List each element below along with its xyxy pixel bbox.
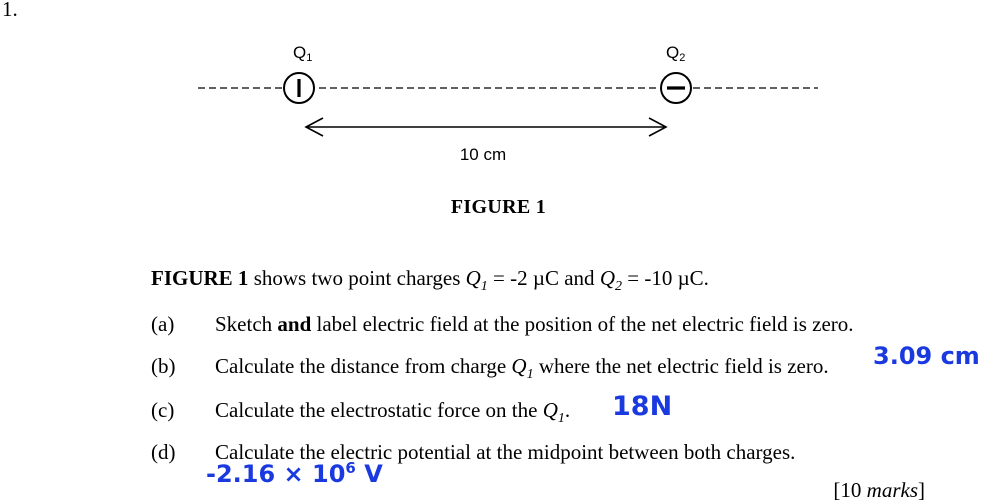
part-d-label: (d) bbox=[151, 440, 176, 464]
part-d-handwritten-answer: -2.16 × 106 V bbox=[206, 459, 383, 488]
figure-reference: FIGURE 1 bbox=[151, 266, 249, 290]
figure-1-diagram: Q1 Q2 10 cm bbox=[198, 43, 818, 164]
part-a-text: Sketch and label electric field at the p… bbox=[215, 312, 854, 336]
question-number: 1. bbox=[2, 0, 18, 21]
distance-label: 10 cm bbox=[460, 145, 506, 164]
part-a-label: (a) bbox=[151, 312, 175, 336]
part-d-text: Calculate the electric potential at the … bbox=[215, 440, 796, 464]
distance-double-arrow bbox=[304, 117, 668, 137]
part-b-text: Calculate the distance from charge Q1 wh… bbox=[215, 354, 829, 383]
part-c-text: Calculate the electrostatic force on the… bbox=[215, 398, 571, 427]
q2-diagram-label: Q2 bbox=[666, 43, 685, 64]
part-b-label: (b) bbox=[151, 354, 176, 378]
part-b-handwritten-answer: 3.09 cm bbox=[873, 342, 980, 370]
part-c-label: (c) bbox=[151, 398, 175, 422]
question-intro: FIGURE 1 shows two point charges Q1 = -2… bbox=[151, 266, 709, 295]
q1-diagram-label: Q1 bbox=[293, 43, 312, 64]
marks-allocation: [10 marks] bbox=[833, 478, 925, 502]
figure-caption: FIGURE 1 bbox=[450, 196, 547, 218]
part-c-handwritten-answer: 18N bbox=[612, 391, 673, 422]
charge-q2-symbol bbox=[660, 72, 692, 104]
charge-q1-symbol bbox=[283, 72, 315, 104]
